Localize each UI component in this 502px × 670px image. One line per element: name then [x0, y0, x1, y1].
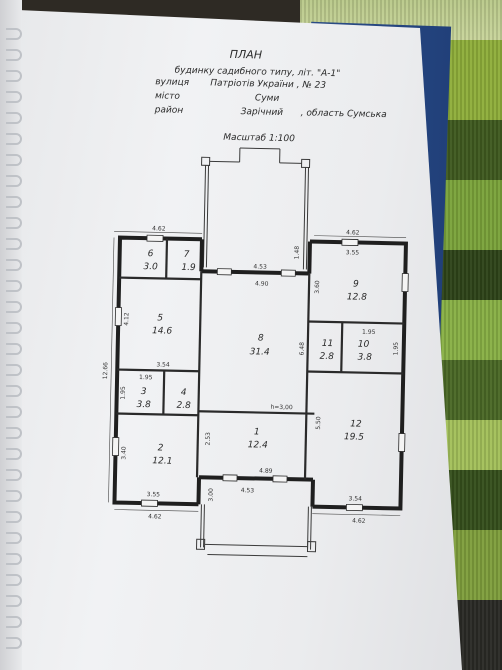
dimension-label: 4.62	[352, 517, 366, 524]
room-area: 31.4	[250, 347, 271, 357]
plan-title: ПЛАН	[230, 48, 263, 62]
room-number: 10	[358, 340, 370, 350]
street-value: Патріотів України , № 23	[210, 78, 326, 90]
city-label: місто	[155, 91, 181, 102]
binder-ring	[6, 532, 22, 544]
scale-label: Масштаб 1:100	[223, 133, 295, 145]
room-area: 2.8	[176, 401, 191, 411]
room-area: 1.9	[181, 263, 196, 273]
dimension-label: 1.95	[139, 374, 153, 381]
binder-ring	[6, 112, 22, 124]
binder-ring	[6, 448, 22, 460]
room-number: 6	[148, 249, 154, 259]
binder-ring	[6, 385, 22, 397]
dimension-label: 3.40	[120, 446, 127, 460]
binder-ring	[6, 301, 22, 313]
dimension-label: 6.48	[299, 342, 306, 356]
room-number: 7	[184, 250, 190, 260]
binder-ring	[6, 595, 22, 607]
dimension-label: 3.54	[349, 495, 363, 502]
dimension-label: 4.53	[253, 263, 267, 270]
room-number: 3	[141, 387, 147, 397]
binder-ring	[6, 553, 22, 565]
dimension-label: 3.54	[156, 361, 170, 368]
room-number: 4	[181, 388, 187, 398]
binder-ring	[6, 196, 22, 208]
binder-ring	[6, 133, 22, 145]
paper-sheet	[0, 10, 462, 670]
dimension-label: 1.95	[393, 342, 400, 356]
binder-ring	[6, 175, 22, 187]
room-number: 11	[322, 339, 334, 349]
dimension-label: 1.95	[362, 329, 376, 336]
room-area: 12.1	[152, 456, 172, 466]
dimension-label: 3.55	[147, 491, 161, 498]
binder-ring	[6, 364, 22, 376]
dimension-label: 4.90	[255, 280, 269, 287]
dimension-lines	[108, 231, 407, 516]
room-number: 12	[350, 419, 362, 429]
region-value: , область Сумська	[301, 108, 387, 120]
binder-ring	[6, 154, 22, 166]
room-area: 3.8	[136, 400, 151, 410]
binder-ring	[6, 28, 22, 40]
binder-ring	[6, 238, 22, 250]
room-area: 3.0	[143, 262, 158, 272]
room-area: 12.8	[347, 292, 368, 302]
dimension-label: 3.60	[314, 280, 321, 294]
plan-subtitle: будинку садибного типу, літ. "А-1"	[175, 66, 341, 79]
dimension-label: h=3,00	[270, 404, 293, 411]
binder-ring	[6, 511, 22, 523]
binder-ring	[6, 574, 22, 586]
binder-ring	[6, 322, 22, 334]
room-number: 1	[254, 427, 260, 437]
dimension-label: 4.62	[346, 229, 360, 236]
binder-ring	[6, 406, 22, 418]
dimension-label: 4.89	[259, 468, 273, 475]
dimension-label: 3.55	[346, 249, 360, 256]
windows	[112, 234, 409, 512]
dimension-label: 4.12	[123, 312, 130, 326]
binder-ring	[6, 343, 22, 355]
room-number: 5	[157, 313, 163, 323]
room-area: 3.8	[357, 353, 372, 363]
dimension-label: 5.50	[315, 416, 322, 430]
room-area: 14.6	[152, 326, 173, 336]
city-value: Суми	[255, 93, 280, 104]
bottom-porch	[195, 504, 317, 558]
interior-walls	[116, 238, 405, 480]
binder-ring	[6, 49, 22, 61]
dimension-label: 3.00	[208, 488, 215, 502]
district-label: район	[154, 105, 184, 116]
binder-ring	[6, 91, 22, 103]
room-number: 2	[158, 443, 164, 453]
room-number: 8	[258, 333, 264, 343]
binder-rings	[6, 28, 26, 649]
binder-ring	[6, 427, 22, 439]
dimension-label: 4.62	[152, 225, 166, 232]
dimension-label: 4.62	[148, 513, 162, 520]
dimension-label: 1.95	[120, 386, 127, 400]
binding-shadow	[0, 0, 22, 670]
binder-ring	[6, 469, 22, 481]
binder-ring	[6, 259, 22, 271]
top-wing	[201, 147, 311, 270]
binder-ring	[6, 217, 22, 229]
room-area: 12.4	[248, 440, 269, 450]
dimension-label: 4.53	[241, 487, 255, 494]
street-label: вулиця	[155, 77, 190, 88]
binder-ring	[6, 280, 22, 292]
district-value: Зарічний	[241, 107, 284, 118]
binder-ring	[6, 637, 22, 649]
room-number: 9	[353, 279, 359, 289]
binder-ring	[6, 490, 22, 502]
floor-plan: ПЛАН будинку садибного типу, літ. "А-1" …	[102, 48, 409, 558]
binder-ring	[6, 616, 22, 628]
room-area: 19.5	[344, 432, 365, 442]
dimension-label: 2.53	[205, 432, 212, 446]
dimension-label: 1.48	[294, 246, 301, 260]
room-area: 2.8	[319, 352, 334, 362]
binder-ring	[6, 70, 22, 82]
dimension-label: 12.66	[102, 362, 109, 380]
